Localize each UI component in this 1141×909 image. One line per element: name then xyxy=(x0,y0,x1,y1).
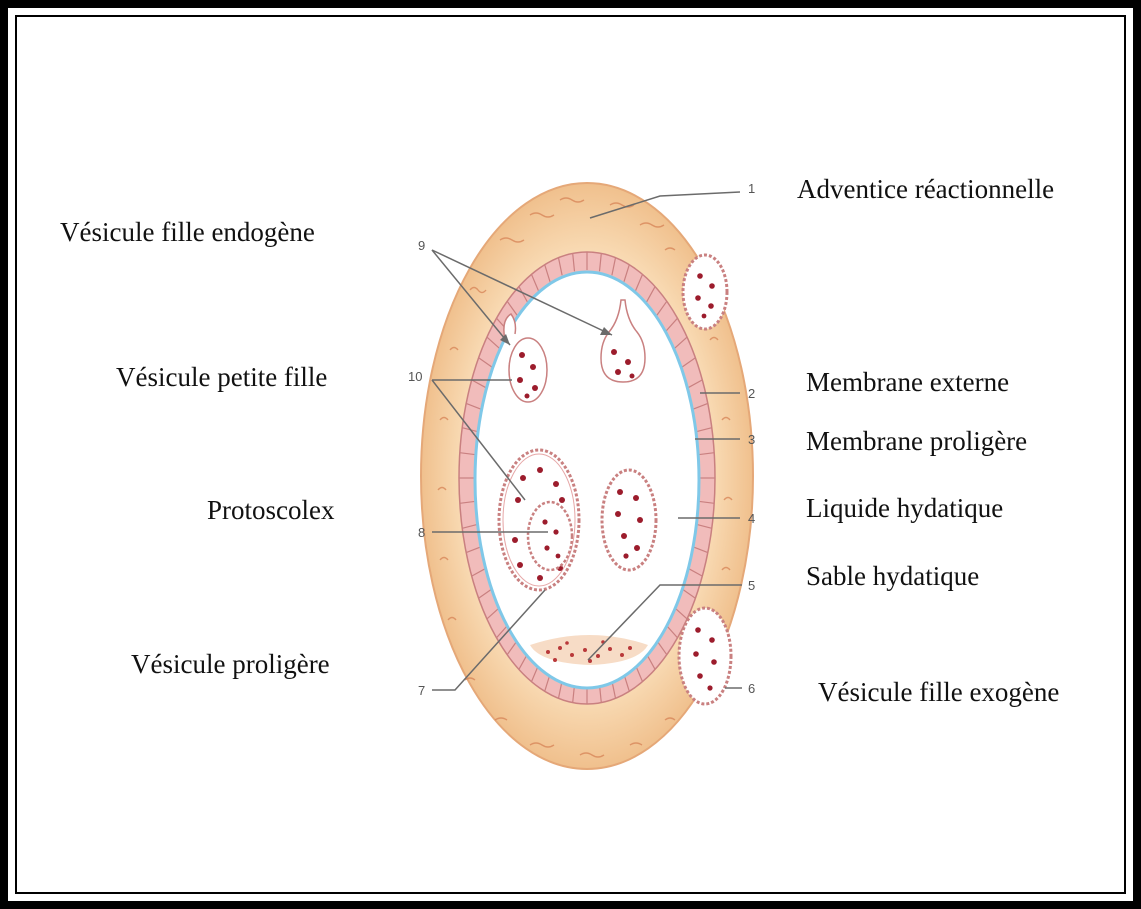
num-6: 6 xyxy=(748,681,755,696)
num-4: 4 xyxy=(748,511,755,526)
num-10: 10 xyxy=(408,369,422,384)
free-brood-capsule xyxy=(602,470,656,570)
exogenous-vesicle-top xyxy=(683,255,727,329)
num-7: 7 xyxy=(418,683,425,698)
hydatid-cyst xyxy=(421,183,753,769)
label-vesicule-fille-exogene: Vésicule fille exogène xyxy=(818,679,1059,706)
label-membrane-externe: Membrane externe xyxy=(806,369,1009,396)
num-8: 8 xyxy=(418,525,425,540)
label-sable-hydatique: Sable hydatique xyxy=(806,563,979,590)
num-3: 3 xyxy=(748,432,755,447)
label-liquide-hydatique: Liquide hydatique xyxy=(806,495,1003,522)
label-adventice: Adventice réactionnelle xyxy=(797,176,1054,203)
protoscolex-inner xyxy=(528,502,572,570)
vesicule-proligere xyxy=(499,450,579,590)
exogenous-vesicle-bottom xyxy=(679,608,731,704)
num-5: 5 xyxy=(748,578,755,593)
label-vesicule-proligere: Vésicule proligère xyxy=(131,651,330,678)
label-vesicule-fille-endogene: Vésicule fille endogène xyxy=(60,219,315,246)
num-9: 9 xyxy=(418,238,425,253)
label-membrane-proligere: Membrane proligère xyxy=(806,428,1027,455)
num-1: 1 xyxy=(748,181,755,196)
label-protoscolex: Protoscolex xyxy=(207,497,335,524)
num-2: 2 xyxy=(748,386,755,401)
label-vesicule-petite-fille: Vésicule petite fille xyxy=(116,364,327,391)
